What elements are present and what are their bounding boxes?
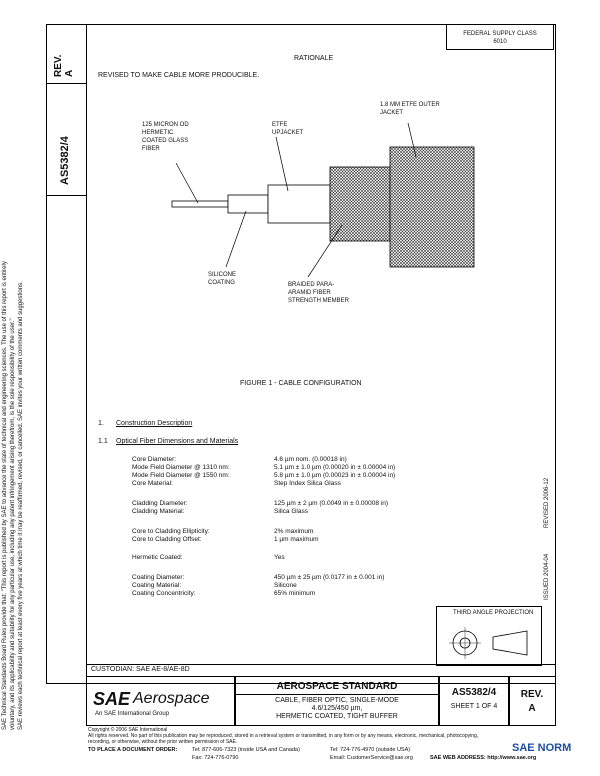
issued-stamp: ISSUED 2004-04 xyxy=(544,553,550,600)
spec-label: Mode Field Diameter @ 1310 nm: xyxy=(132,464,230,471)
section-1-1-title: Optical Fiber Dimensions and Materials xyxy=(116,438,239,445)
cable-figure xyxy=(171,122,475,278)
doc-number-side: AS5382/4 xyxy=(59,136,71,185)
spec-value: 65% minimum xyxy=(274,590,316,597)
fiber-core-shape xyxy=(171,200,229,208)
rev-cell-bottom: REV. A xyxy=(508,676,556,726)
figure-caption: FIGURE 1 - CABLE CONFIGURATION xyxy=(240,380,362,387)
spec-label: Mode Field Diameter @ 1550 nm: xyxy=(132,472,230,479)
web-address: SAE WEB ADDRESS: http://www.sae.org xyxy=(430,755,537,761)
tel-outside: Tel: 724-776-4970 (outside USA) xyxy=(330,747,411,753)
left-strip: REV. A AS5382/4 xyxy=(46,24,87,684)
description-line-2: 4.6/125/450 µm, xyxy=(311,705,363,712)
aerospace-logo-text: Aerospace xyxy=(133,690,210,707)
spec-label: Hermetic Coated: xyxy=(132,554,183,561)
rationale-text: REVISED TO MAKE CABLE MORE PRODUCIBLE. xyxy=(98,72,260,79)
spec-value: 5.8 µm ± 1.0 µm (0.00023 in ± 0.00004 in… xyxy=(274,472,396,479)
watermark-logo: SAE NORM xyxy=(512,742,572,754)
custodian-row: CUSTODIAN: SAE AE-8/AE-8D xyxy=(86,664,556,677)
spec-value: 2% maximum xyxy=(274,528,314,535)
docnum-cell: AS5382/4 SHEET 1 OF 4 xyxy=(438,676,510,726)
spec-value: Silicone xyxy=(274,582,297,589)
rights-line-1: All rights reserved. No part of this pub… xyxy=(88,733,479,739)
spec-value: 4.6 µm nom. (0.00018 in) xyxy=(274,456,347,463)
fax: Fax: 724-776-0790 xyxy=(192,755,239,761)
label-fiber: 125 MICRON OD HERMETIC COATED GLASS FIBE… xyxy=(142,122,189,152)
projection-box: THIRD ANGLE PROJECTION xyxy=(436,606,542,666)
sae-logo-text: SAE xyxy=(93,689,131,709)
document-frame xyxy=(86,24,556,684)
spec-label: Coating Diameter: xyxy=(132,574,185,581)
side-note-1: SAE Technical Standards Board Rules prov… xyxy=(2,261,8,730)
spec-value: Step Index Silica Glass xyxy=(274,480,341,487)
spec-value: 450 µm ± 25 µm (0.0177 in ± 0.001 in) xyxy=(274,574,385,581)
spec-label: Coating Material: xyxy=(132,582,182,589)
spec-label: Cladding Diameter: xyxy=(132,500,188,507)
copyright: Copyright © 2006 SAE International xyxy=(88,727,168,733)
rev-cell: REV. A xyxy=(47,25,87,84)
sheet-number: SHEET 1 OF 4 xyxy=(450,703,498,710)
rev-label: REV. xyxy=(520,689,544,700)
order-label: TO PLACE A DOCUMENT ORDER: xyxy=(88,747,178,753)
side-note-3: SAE reviews each technical report at lea… xyxy=(18,281,24,730)
silicone-coating-shape xyxy=(227,194,269,214)
spec-value: Yes xyxy=(274,554,285,561)
description-cell: AEROSPACE STANDARD CABLE, FIBER OPTIC, S… xyxy=(234,676,440,726)
custodian-text: CUSTODIAN: SAE AE-8/AE-8D xyxy=(91,666,190,673)
section-1-number: 1. xyxy=(98,420,104,427)
label-outer-jacket: 1.8 MM ETFE OUTER JACKET xyxy=(380,102,440,116)
standard-title: AEROSPACE STANDARD xyxy=(235,681,439,695)
label-upjacket: ETFE UPJACKET xyxy=(272,122,304,136)
spec-label: Coating Concentricity: xyxy=(132,590,196,597)
side-note-2: voluntary, and its applicability and sui… xyxy=(10,318,16,730)
email: Email: CustomerService@sae.org xyxy=(330,755,413,761)
section-1-title: Construction Description xyxy=(116,420,193,427)
title-doc-number: AS5382/4 xyxy=(451,687,497,698)
outer-jacket-shape xyxy=(389,146,475,268)
label-silicone: SILICONE COATING xyxy=(208,272,237,286)
description-line-1: CABLE, FIBER OPTIC, SINGLE-MODE xyxy=(275,697,399,704)
section-1-1-number: 1.1 xyxy=(98,438,108,445)
docnum-cell: AS5382/4 xyxy=(47,83,87,196)
spec-value: Silica Glass xyxy=(274,508,308,515)
spec-value: 125 µm ± 2 µm (0.0049 in ± 0.00008 in) xyxy=(274,500,388,507)
description-line-3: HERMETIC COATED, TIGHT BUFFER xyxy=(276,713,398,720)
spec-label: Core Material: xyxy=(132,480,173,487)
logo-subtitle: An SAE International Group xyxy=(95,711,170,717)
rights-line-2: recording, or otherwise, without the pri… xyxy=(88,739,238,745)
federal-supply-class: FEDERAL SUPPLY CLASS 6010 xyxy=(446,24,554,50)
spec-label: Cladding Material: xyxy=(132,508,185,515)
projection-title: THIRD ANGLE PROJECTION xyxy=(453,610,534,616)
revised-stamp: REVISED 2006-12 xyxy=(544,477,550,528)
spec-value: 1 µm maximum xyxy=(274,536,319,543)
spec-label: Core to Cladding Offset: xyxy=(132,536,202,543)
rev-value: A xyxy=(528,703,536,714)
rev-label-side: REV. A xyxy=(53,54,75,77)
logo-cell: SAE Aerospace An SAE International Group xyxy=(86,676,236,726)
spec-label: Core Diameter: xyxy=(132,456,177,463)
projection-symbol xyxy=(449,627,528,659)
spec-value: 5.1 µm ± 1.0 µm (0.00020 in ± 0.00004 in… xyxy=(274,464,396,471)
etfe-upjacket-shape xyxy=(267,184,331,224)
label-braid: BRAIDED PARA- ARAMID FIBER STRENGTH MEMB… xyxy=(288,282,350,304)
spec-label: Core to Cladding Ellipticity: xyxy=(132,528,210,535)
tel-inside: Tel: 877-606-7323 (inside USA and Canada… xyxy=(192,747,300,753)
rationale-title: RATIONALE xyxy=(294,55,334,62)
